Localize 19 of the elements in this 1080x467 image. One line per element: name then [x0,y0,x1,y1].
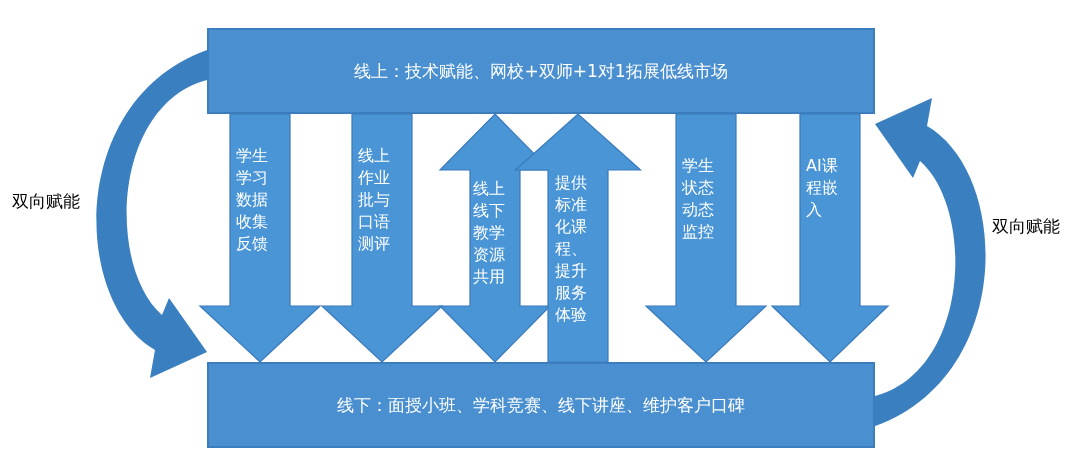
edge-label: 学生学习数据收集反馈 [236,145,269,255]
process-box [207,28,875,114]
process-box [207,362,875,448]
box-title: 线上：技术赋能、网校+双师+1对1拓展低线市场 [354,59,728,83]
edge-label: 学生状态动态监控 [682,155,715,243]
block-arrow [513,113,643,363]
edge-label: AI课程嵌入 [806,155,839,221]
edge-label: 双向赋能 [10,190,82,213]
curved-arrow [875,98,986,426]
block-arrow [198,113,322,363]
block-arrow [644,113,768,363]
edge-label: 提供标准化课程、提升服务体验 [555,172,588,326]
edge-label: 线上线下教学资源共用 [473,178,506,288]
box-title: 线下：面授小班、学科竞赛、线下讲座、维护客户口碑 [337,393,745,417]
block-arrow [320,113,444,363]
block-arrow [770,113,890,363]
edge-label: 双向赋能 [990,215,1062,238]
edge-label: 线上作业批与口语测评 [358,145,391,255]
curved-arrow [96,50,207,378]
